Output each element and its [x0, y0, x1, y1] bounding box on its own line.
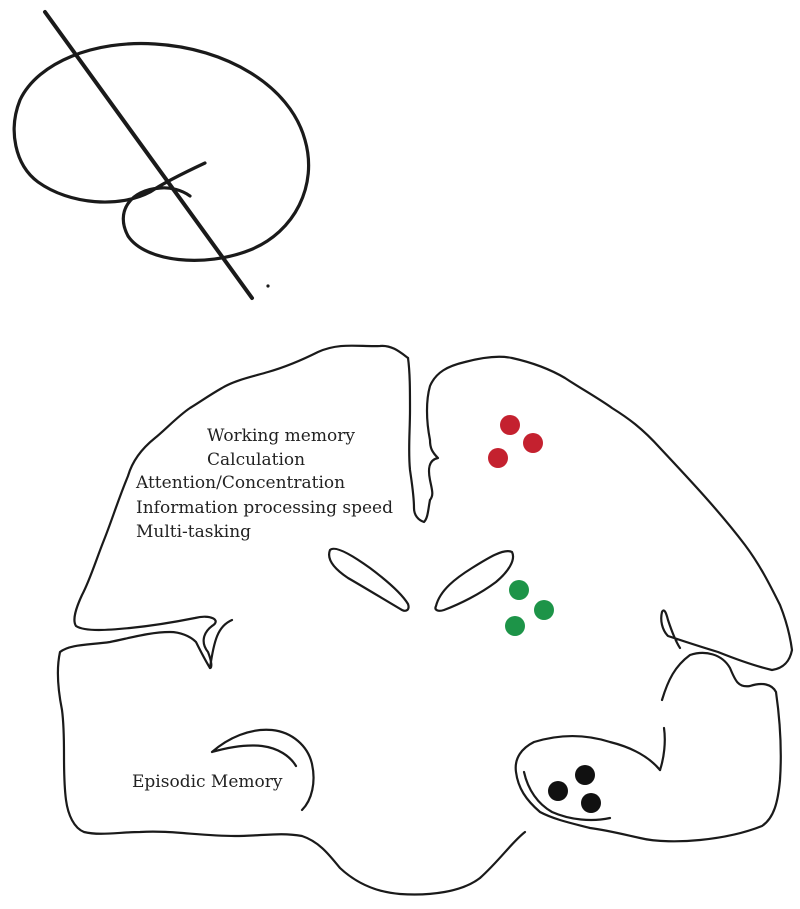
right-temporal-lobe-outline	[514, 651, 782, 843]
label-calculation: Calculation	[207, 450, 306, 470]
green-dot	[534, 600, 554, 620]
left-hippocampus	[210, 728, 315, 812]
label-working-memory: Working memory	[207, 426, 355, 446]
black-dot	[548, 781, 568, 801]
label-attention-concentration: Attention/Concentration	[136, 473, 346, 493]
right-hippocampus-outline	[522, 726, 666, 822]
green-dot	[509, 580, 529, 600]
label-information-processing-speed: Information processing speed	[136, 498, 393, 518]
longitudinal-fissure	[406, 356, 432, 524]
red-dot	[488, 448, 508, 468]
red-dot	[500, 415, 520, 435]
black-dot	[581, 793, 601, 813]
black-dot	[575, 765, 595, 785]
label-episodic-memory: Episodic Memory	[132, 772, 283, 792]
right-hemisphere-outline	[425, 355, 794, 672]
green-dot	[505, 616, 525, 636]
label-multi-tasking: Multi-tasking	[136, 522, 252, 542]
red-dot	[523, 433, 543, 453]
left-sylvian-fissure	[208, 618, 234, 670]
right-ventricle	[434, 550, 515, 612]
left-ventricle	[328, 547, 410, 612]
